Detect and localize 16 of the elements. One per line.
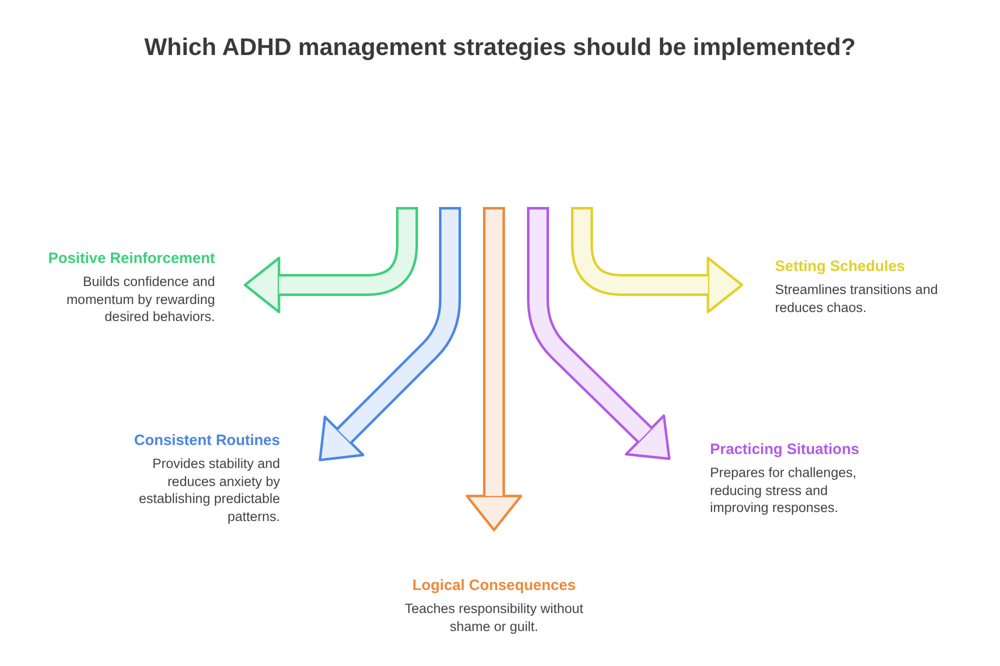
title: Which ADHD management strategies should be implemented? — [144, 34, 856, 62]
strategy-heading: Setting Schedules — [775, 258, 906, 275]
arrow — [318, 207, 461, 462]
arrow — [527, 207, 671, 460]
strategy-description: Prepares for challenges, reducing stress and improving responses. — [710, 464, 858, 517]
strategy-heading: Practicing Situations — [710, 441, 860, 458]
strategy-description: Teaches responsibility without shame or guilt. — [404, 600, 584, 636]
strategy-description: Provides stability and reduces anxiety by establishing predictable patterns. — [138, 455, 280, 526]
arrow — [571, 207, 744, 314]
arrow — [244, 207, 418, 314]
strategy-description: Builds confidence and momentum by rewarding desired behaviors. — [65, 273, 215, 326]
arrow — [466, 207, 522, 532]
strategy-heading: Consistent Routines — [134, 432, 280, 449]
strategy-heading: Positive Reinforcement — [48, 250, 215, 267]
strategy-heading: Logical Consequences — [412, 577, 576, 594]
strategy-description: Streamlines transitions and reduces chaos. — [775, 281, 939, 316]
